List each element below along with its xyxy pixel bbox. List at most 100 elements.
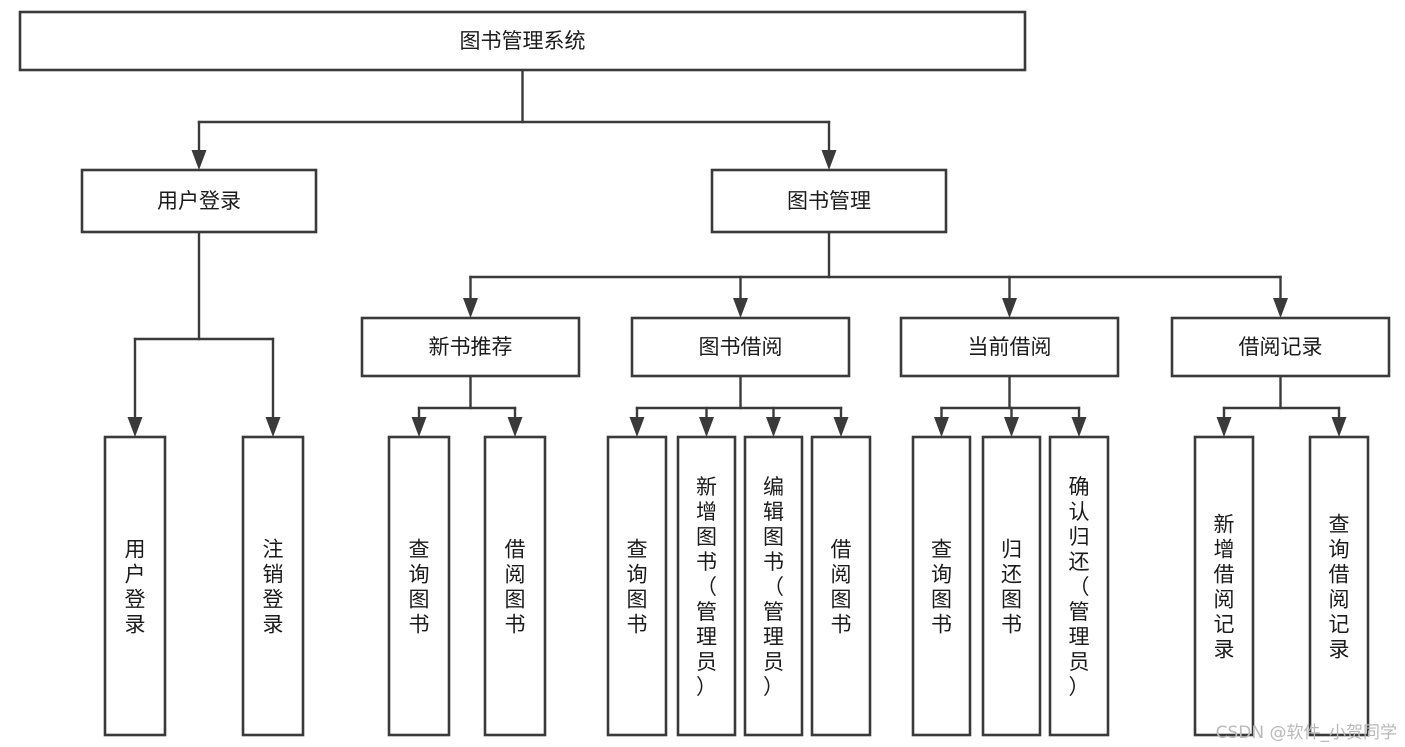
node-borrow-record[interactable]: 借阅记录 xyxy=(1170,316,1391,378)
svg-text:录: 录 xyxy=(1214,638,1235,662)
svg-text:还: 还 xyxy=(1069,550,1090,574)
svg-text:询: 询 xyxy=(627,563,648,587)
svg-text:阅: 阅 xyxy=(1214,588,1235,612)
node-box-leaf-borrow-query-book[interactable] xyxy=(606,435,668,737)
svg-text:理: 理 xyxy=(696,625,717,649)
svg-text:书: 书 xyxy=(1001,613,1022,637)
svg-text:书: 书 xyxy=(505,613,526,637)
svg-text:理: 理 xyxy=(1069,625,1090,649)
node-new-book-recommend[interactable]: 新书推荐 xyxy=(360,316,581,378)
node-label-book-manage: 图书管理 xyxy=(787,189,871,213)
arrow-head-icon xyxy=(1331,417,1347,437)
node-root[interactable]: 图书管理系统 xyxy=(18,10,1027,72)
svg-text:询: 询 xyxy=(409,563,430,587)
node-box-user-login[interactable] xyxy=(80,168,318,234)
node-box-leaf-record-add[interactable] xyxy=(1193,435,1255,737)
edge-group-book-manage xyxy=(463,230,1288,318)
node-box-leaf-borrow-add-book[interactable] xyxy=(676,435,737,737)
svg-text:管: 管 xyxy=(1069,600,1090,624)
node-box-current-borrow[interactable] xyxy=(899,316,1120,378)
svg-text:管: 管 xyxy=(763,600,784,624)
arrow-head-icon xyxy=(507,417,523,437)
svg-text:登: 登 xyxy=(263,588,284,612)
node-box-root[interactable] xyxy=(18,10,1027,72)
svg-text:图: 图 xyxy=(763,525,784,549)
node-leaf-user-login[interactable]: 用户登录 xyxy=(103,435,167,737)
arrow-head-icon xyxy=(934,417,949,437)
arrow-head-icon xyxy=(629,417,645,437)
node-box-leaf-borrow-edit-book[interactable] xyxy=(743,435,804,737)
arrow-head-icon xyxy=(127,417,143,437)
node-box-book-borrow[interactable] xyxy=(630,316,851,378)
svg-text:认: 认 xyxy=(1069,500,1090,524)
arrow-head-icon xyxy=(1002,298,1017,318)
svg-text:登: 登 xyxy=(125,588,146,612)
svg-text:员: 员 xyxy=(763,650,784,674)
node-box-leaf-current-return-book[interactable] xyxy=(981,435,1042,737)
svg-text:员: 员 xyxy=(1069,650,1090,674)
edge-group-book-borrow xyxy=(629,374,849,437)
node-box-leaf-user-login[interactable] xyxy=(103,435,167,737)
node-box-leaf-recommend-borrow-book[interactable] xyxy=(483,435,547,737)
node-box-leaf-current-query-book[interactable] xyxy=(911,435,972,737)
svg-text:借: 借 xyxy=(505,538,526,562)
node-book-manage[interactable]: 图书管理 xyxy=(710,168,948,234)
node-box-leaf-recommend-query-book[interactable] xyxy=(387,435,451,737)
svg-text:书: 书 xyxy=(409,613,430,637)
svg-text:借: 借 xyxy=(1214,563,1235,587)
svg-text:录: 录 xyxy=(1329,638,1350,662)
node-box-leaf-current-confirm-return[interactable] xyxy=(1048,435,1110,737)
node-box-leaf-record-query[interactable] xyxy=(1308,435,1370,737)
arrow-head-icon xyxy=(733,298,748,318)
svg-text:询: 询 xyxy=(1329,538,1350,562)
node-box-new-book-recommend[interactable] xyxy=(360,316,581,378)
node-book-borrow[interactable]: 图书借阅 xyxy=(630,316,851,378)
edge-group-user-login xyxy=(127,230,281,437)
node-current-borrow[interactable]: 当前借阅 xyxy=(899,316,1120,378)
svg-text:注: 注 xyxy=(263,538,284,562)
svg-text:）: ） xyxy=(696,675,717,699)
svg-text:）: ） xyxy=(1069,675,1090,699)
svg-text:归: 归 xyxy=(1069,525,1090,549)
svg-text:图: 图 xyxy=(1001,588,1022,612)
svg-text:图: 图 xyxy=(505,588,526,612)
svg-text:查: 查 xyxy=(627,538,648,562)
node-box-borrow-record[interactable] xyxy=(1170,316,1391,378)
node-box-leaf-logout[interactable] xyxy=(241,435,305,737)
arrow-head-icon xyxy=(411,417,427,437)
svg-text:图: 图 xyxy=(627,588,648,612)
node-label-user-login: 用户登录 xyxy=(157,189,241,213)
svg-text:书: 书 xyxy=(831,613,852,637)
svg-text:阅: 阅 xyxy=(1329,588,1350,612)
svg-text:图: 图 xyxy=(931,588,952,612)
arrow-head-icon xyxy=(1216,417,1232,437)
edge-group-borrow-record xyxy=(1216,374,1347,437)
node-user-login[interactable]: 用户登录 xyxy=(80,168,318,234)
svg-text:新: 新 xyxy=(696,475,717,499)
node-box-book-manage[interactable] xyxy=(710,168,948,234)
svg-text:记: 记 xyxy=(1329,613,1350,637)
svg-text:增: 增 xyxy=(696,500,717,524)
edge-group-root xyxy=(191,68,837,170)
node-box-leaf-borrow-borrow-book[interactable] xyxy=(810,435,872,737)
